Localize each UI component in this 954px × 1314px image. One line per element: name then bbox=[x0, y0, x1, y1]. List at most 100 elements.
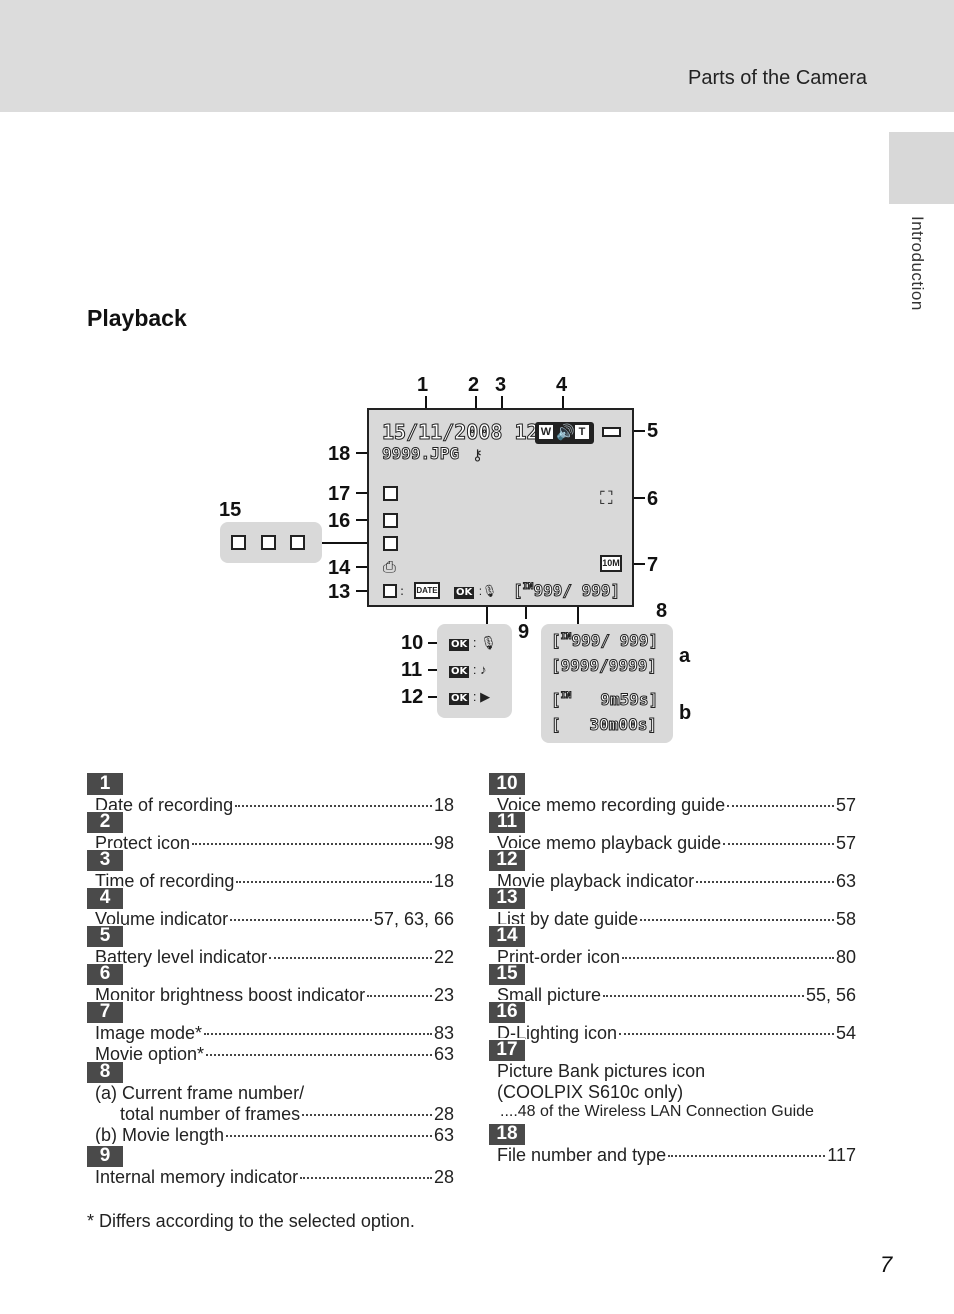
legend-number: 17 bbox=[489, 1039, 525, 1061]
legend-number: 11 bbox=[489, 811, 525, 833]
legend-label: Image mode* bbox=[95, 1023, 203, 1043]
legend-label: Time of recording bbox=[95, 871, 235, 891]
colon-separator: : bbox=[400, 584, 405, 598]
battery-icon bbox=[602, 427, 621, 437]
leader-dots bbox=[668, 1155, 826, 1157]
legend-line: Movie option* 63 bbox=[95, 1044, 454, 1065]
small-picture-icon bbox=[383, 536, 398, 551]
callout-4: 4 bbox=[556, 374, 568, 396]
leader-dots bbox=[269, 957, 432, 959]
legend-label: File number and type bbox=[497, 1145, 667, 1165]
callout-7: 7 bbox=[647, 554, 659, 576]
footnote: * Differs according to the selected opti… bbox=[87, 1211, 415, 1231]
legend-number: 5 bbox=[87, 925, 123, 947]
row-separator bbox=[87, 1144, 123, 1146]
row-separator bbox=[87, 924, 123, 926]
legend-number: 18 bbox=[489, 1123, 525, 1145]
zoom-t-icon: T bbox=[575, 425, 589, 439]
legend-page-ref: 18 bbox=[433, 871, 454, 891]
leader-line-16 bbox=[356, 519, 374, 521]
callout-5: 5 bbox=[647, 420, 659, 442]
internal-memory-icon: IN bbox=[522, 582, 534, 592]
legend-line: Internal memory indicator 28 bbox=[95, 1167, 454, 1188]
leader-line-7 bbox=[625, 563, 645, 565]
callout-14: 14 bbox=[328, 557, 351, 579]
callout-13: 13 bbox=[328, 581, 351, 603]
leader-dots bbox=[622, 957, 834, 959]
legend-number: 4 bbox=[87, 887, 123, 909]
movie-play-guide: OK : ▶ bbox=[449, 689, 491, 705]
callout-1: 1 bbox=[417, 374, 429, 396]
legend-line: Image mode* 83 bbox=[95, 1023, 454, 1044]
legend-line: Picture Bank pictures icon bbox=[497, 1061, 856, 1082]
leader-line-4 bbox=[562, 396, 564, 415]
legend-page-ref: 22 bbox=[433, 947, 454, 967]
legend-number: 8 bbox=[87, 1061, 123, 1083]
legend-page-ref: 80 bbox=[835, 947, 856, 967]
callout-10: 10 bbox=[401, 632, 424, 654]
callout-6: 6 bbox=[647, 488, 659, 510]
callout-18: 18 bbox=[328, 443, 351, 465]
legend-page-ref: 57 bbox=[835, 833, 856, 853]
legend-line: ....48 of the Wireless LAN Connection Gu… bbox=[497, 1103, 856, 1121]
date-list-icon: DATE bbox=[414, 582, 440, 599]
row-separator bbox=[489, 848, 525, 850]
leader-dots bbox=[204, 1033, 432, 1035]
callout-3: 3 bbox=[495, 374, 507, 396]
row-separator bbox=[489, 924, 525, 926]
row-separator bbox=[87, 848, 123, 850]
callout-b: b bbox=[679, 702, 692, 724]
legend-page-ref: 28 bbox=[433, 1167, 454, 1187]
legend-number: 3 bbox=[87, 849, 123, 871]
row-separator bbox=[489, 810, 525, 812]
legend-number: 2 bbox=[87, 811, 123, 833]
leader-line-1 bbox=[425, 396, 427, 415]
brightness-boost-icon: ⛶ bbox=[600, 488, 613, 509]
row-separator bbox=[489, 1038, 525, 1040]
legend-page-ref: 83 bbox=[433, 1023, 454, 1043]
small-picture-icon-2 bbox=[261, 535, 276, 550]
legend-description: Internal memory indicator 28 bbox=[87, 1167, 454, 1188]
ok-button-icon: OK bbox=[454, 587, 475, 599]
voice-record-guide: OK : 🎙 bbox=[449, 635, 497, 651]
legend-page-ref: 55, 56 bbox=[805, 985, 856, 1005]
legend-label: Movie option* bbox=[95, 1044, 205, 1064]
section-title: Playback bbox=[87, 305, 187, 331]
leader-dots bbox=[192, 843, 432, 845]
protect-key-icon: ⚷ bbox=[472, 446, 483, 464]
legend-description: Time of recording 18 bbox=[87, 871, 454, 892]
legend-page-ref: 58 bbox=[835, 909, 856, 929]
legend-label: Internal memory indicator bbox=[95, 1167, 299, 1187]
legend-page-ref: 63 bbox=[433, 1044, 454, 1064]
leader-dots bbox=[236, 881, 432, 883]
leader-line-9 bbox=[525, 604, 527, 619]
page-number: 7 bbox=[880, 1252, 893, 1277]
legend-page-ref: 23 bbox=[433, 985, 454, 1005]
legend-number: 13 bbox=[489, 887, 525, 909]
ok-voice-memo-guide: OK :🎙 bbox=[454, 582, 497, 600]
